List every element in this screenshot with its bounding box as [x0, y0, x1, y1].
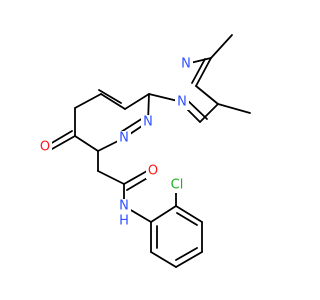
bond — [217, 103, 251, 114]
atom-n-pyridazine-right: N — [143, 115, 153, 130]
bond — [176, 212, 198, 226]
bond — [100, 93, 126, 110]
bond — [175, 205, 203, 223]
bond — [74, 93, 102, 109]
atom-n-pyridazine-left: N — [119, 131, 129, 146]
label-bg — [117, 199, 131, 227]
bond — [175, 251, 203, 268]
atom-n-amide: N — [119, 199, 129, 214]
bond — [126, 176, 150, 191]
bond — [49, 130, 73, 145]
bond — [123, 170, 148, 185]
label-bg — [37, 140, 52, 155]
pyrazole-ring — [180, 34, 251, 123]
label-bg — [146, 164, 161, 179]
bond — [124, 93, 150, 110]
pyridazinone-ring — [49, 89, 183, 152]
label-bg — [141, 115, 155, 130]
atom-h-amide: H — [119, 214, 129, 229]
bond — [175, 247, 198, 261]
label-bg — [179, 57, 193, 72]
bond — [195, 57, 212, 87]
bond — [150, 251, 177, 268]
bond — [97, 170, 125, 185]
bond — [150, 205, 177, 223]
bond — [51, 135, 76, 150]
atom-n-pyrazole-top: N — [181, 57, 191, 72]
label-bg — [117, 131, 131, 146]
atom-cl: Cl — [171, 178, 184, 193]
bond — [210, 34, 233, 59]
atom-o-amide: O — [148, 164, 158, 179]
chlorophenyl-ring — [150, 191, 203, 268]
atom-labels: N N N N O O N H Cl — [37, 57, 193, 229]
bond — [199, 103, 219, 123]
bond — [195, 85, 219, 105]
bond — [98, 89, 122, 104]
atom-n-pyrazole-bottom: N — [177, 95, 187, 110]
bond — [74, 135, 99, 152]
label-bg — [175, 95, 189, 110]
bond — [120, 117, 144, 133]
label-bg — [166, 178, 188, 193]
bond — [191, 58, 206, 84]
molecule-structure: N N N N O O N H Cl — [37, 34, 251, 268]
atom-o-ring: O — [40, 140, 50, 155]
